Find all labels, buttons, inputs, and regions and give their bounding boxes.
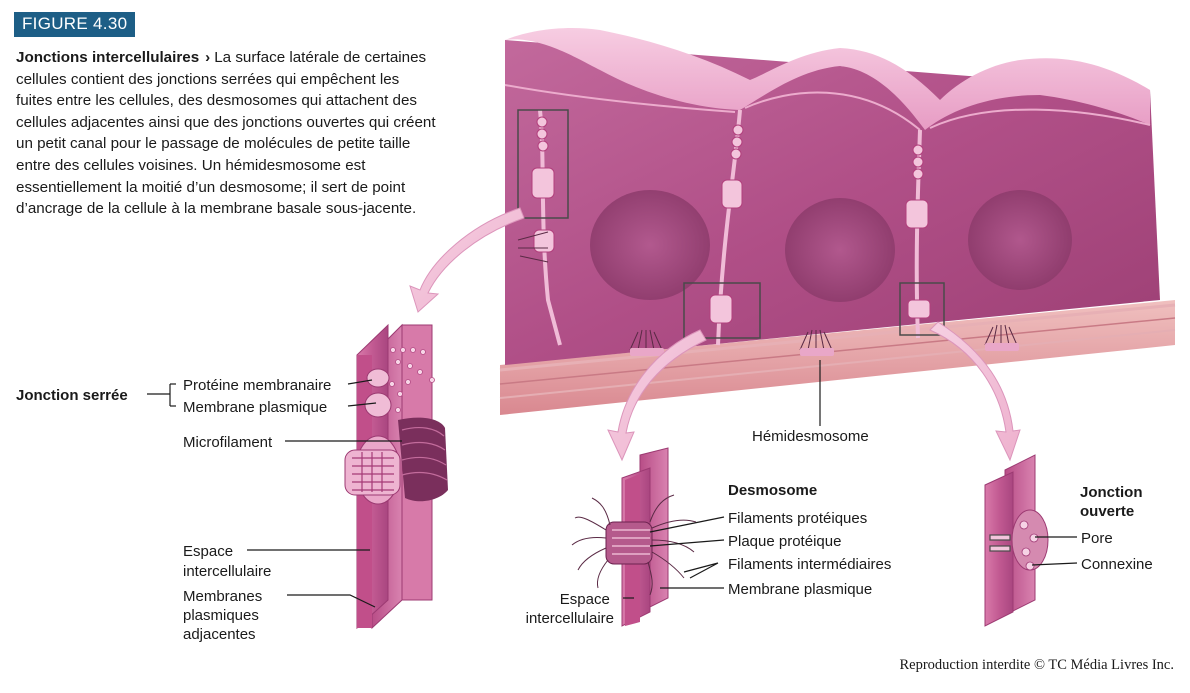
diagram-labels: Jonction serrée Protéine membranaire Mem…	[16, 377, 1153, 643]
label-membranes-plasmiques-adjacentes: Membranes plasmiques adjacentes	[183, 588, 266, 643]
label-filaments-intermediaires: Filaments intermédiaires	[728, 556, 891, 573]
arrow-to-gap-junction	[929, 321, 1021, 462]
label-membrane-plasmique-desmosome: Membrane plasmique	[728, 581, 872, 598]
label-hemidesmosome: Hémidesmosome	[752, 428, 869, 445]
figure-caption: Jonctions intercellulaires ›La surface la…	[16, 47, 436, 220]
arrow-to-desmosome	[607, 329, 707, 462]
label-jonction-ouverte: Jonction ouverte	[1080, 484, 1147, 520]
label-microfilament: Microfilament	[183, 434, 273, 451]
label-filaments-proteiques: Filaments protéiques	[728, 510, 867, 527]
copyright-credit: Reproduction interdite © TC Média Livres…	[899, 657, 1174, 673]
leader-lines	[147, 360, 1078, 608]
callout-arrows	[409, 207, 1021, 462]
gap-junction-detail	[984, 454, 1049, 627]
label-espace-intercellulaire-desmosome: Espace intercellulaire	[526, 591, 614, 627]
caption-arrow-icon: ›	[205, 49, 211, 66]
label-jonction-serree: Jonction serrée	[16, 387, 128, 404]
arrow-to-tight-junction	[409, 207, 525, 313]
tight-junction-callout-box	[517, 109, 569, 219]
label-plaque-proteique: Plaque protéique	[728, 533, 841, 550]
label-pore: Pore	[1081, 530, 1113, 547]
caption-body: La surface latérale de certaines cellule…	[16, 49, 436, 218]
label-connexine: Connexine	[1081, 556, 1153, 573]
label-membrane-plasmique-tight: Membrane plasmique	[183, 399, 327, 416]
gap-junction-callout-box	[899, 282, 945, 336]
epithelial-tissue-block	[499, 28, 1176, 415]
desmosome-detail	[571, 447, 697, 627]
caption-title: Jonctions intercellulaires	[16, 49, 200, 66]
label-desmosome: Desmosome	[728, 482, 817, 499]
label-proteine-membranaire: Protéine membranaire	[183, 377, 331, 394]
figure-label: FIGURE 4.30	[14, 12, 136, 37]
tight-junction-detail	[344, 323, 448, 630]
desmosome-callout-box	[683, 282, 761, 339]
label-espace-intercellulaire-tight: Espace intercellulaire	[183, 543, 271, 580]
